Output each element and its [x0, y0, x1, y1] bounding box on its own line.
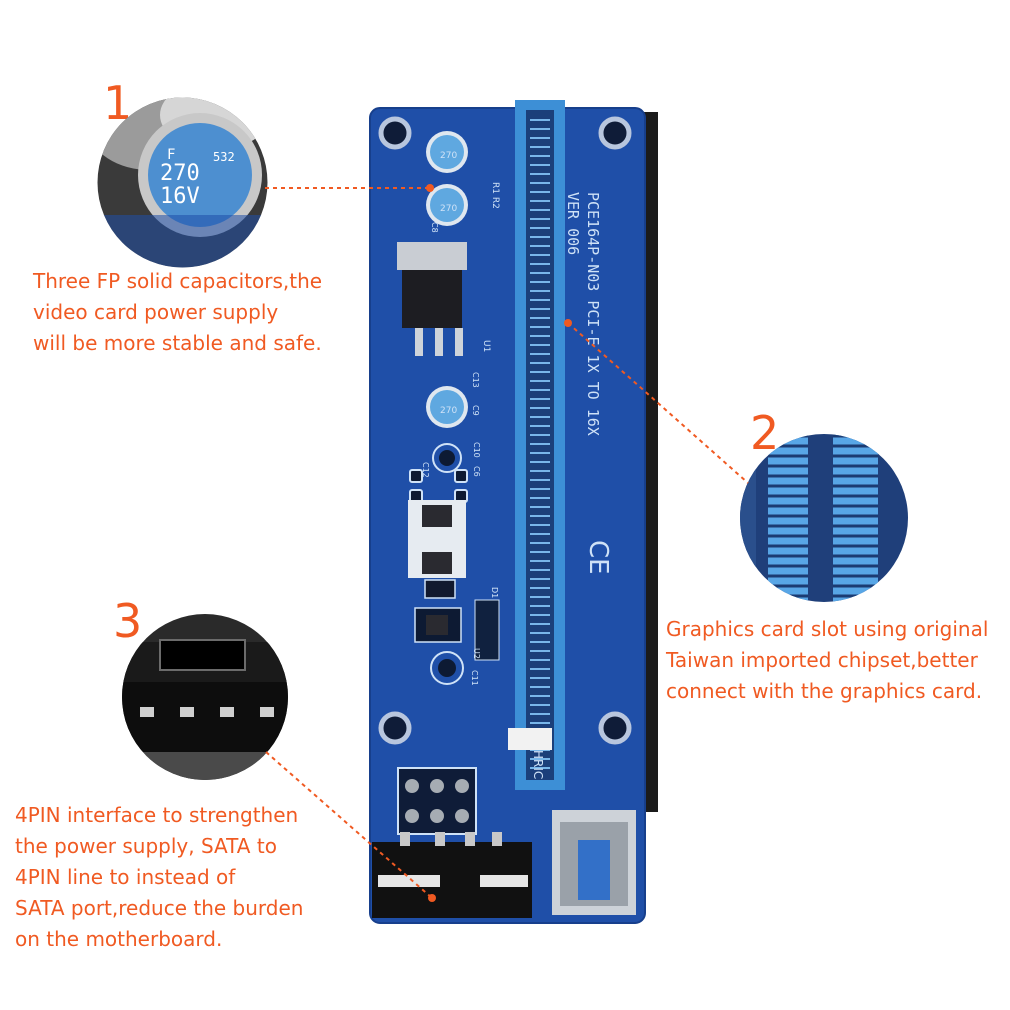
callout-3-line-4: SATA port,reduce the burden — [15, 896, 304, 920]
callout-1-line-3: will be more stable and safe. — [33, 331, 322, 355]
silk-c6: C6 — [472, 466, 481, 477]
board-version-text: VER 006 — [564, 192, 582, 255]
callout-1-line-1: Three FP solid capacitors,the — [33, 269, 323, 293]
callout-number-3: 3 — [113, 594, 143, 648]
voltage-regulator — [397, 242, 467, 356]
silk-r1r2: R1 R2 — [490, 182, 500, 209]
silk-c10: C10 — [472, 442, 481, 458]
silk-c9: C9 — [471, 405, 480, 416]
usb3-port — [552, 810, 636, 915]
callout-number-2: 2 — [750, 406, 780, 460]
pcie-x16-slot — [508, 100, 565, 790]
six-pin-header — [397, 767, 477, 835]
callout-2-leader-line — [564, 319, 749, 484]
small-components — [408, 443, 500, 685]
callout-3-line-1: 4PIN interface to strengthen — [15, 803, 299, 827]
callout-3-line-5: on the motherboard. — [15, 927, 223, 951]
callout-2-caption: Graphics card slot using original Taiwan… — [666, 614, 988, 707]
capacitor-letter: F — [167, 147, 175, 163]
callout-3-line-2: the power supply, SATA to — [15, 834, 277, 858]
svg-text:270: 270 — [440, 151, 457, 161]
capacitor-code: 532 — [213, 150, 235, 164]
capacitor-top: 270 — [426, 131, 468, 173]
capacitor-lower: 270 — [426, 386, 468, 428]
callout-2-line-2: Taiwan imported chipset,better — [666, 648, 978, 672]
pcie-riser-board: 270 270 270 R1 R2 C8 U1 C — [369, 100, 658, 924]
silk-c8: C8 — [430, 222, 439, 233]
callout-1-line-2: video card power supply — [33, 300, 279, 324]
silk-u1: U1 — [481, 340, 491, 352]
molex-closeup-image — [122, 614, 288, 780]
capacitor-middle: 270 — [426, 184, 468, 226]
silk-c11: C11 — [470, 670, 479, 686]
callout-2-line-3: connect with the graphics card. — [666, 679, 983, 703]
callout-1-leader-line — [265, 184, 434, 192]
callout-1-caption: Three FP solid capacitors,the video card… — [33, 266, 322, 359]
callout-3-caption: 4PIN interface to strengthen the power s… — [15, 800, 303, 955]
mounting-holes — [378, 116, 632, 745]
silk-c13: C13 — [471, 372, 480, 388]
silk-d1: D1 — [490, 587, 499, 598]
svg-text:270: 270 — [440, 406, 457, 416]
callout-3-line-3: 4PIN line to instead of — [15, 865, 236, 889]
molex-connector — [372, 832, 532, 918]
ce-mark: CE — [583, 540, 613, 575]
svg-text:270: 270 — [440, 204, 457, 214]
capacitor-voltage: 16V — [160, 184, 200, 209]
brand-text: HRIC — [531, 750, 545, 779]
capacitor-value: 270 — [160, 161, 200, 186]
silk-c12: C12 — [421, 462, 430, 478]
capacitor-closeup-image: 270 16V 532 F — [97, 97, 268, 268]
callout-3-leader-line — [265, 751, 436, 902]
silk-u2: U2 — [472, 648, 481, 659]
board-model-text: PCE164P-N03 PCI-E 1X TO 16X — [584, 192, 602, 436]
slot-closeup-image — [740, 434, 908, 602]
callout-2-line-1: Graphics card slot using original — [666, 617, 989, 641]
